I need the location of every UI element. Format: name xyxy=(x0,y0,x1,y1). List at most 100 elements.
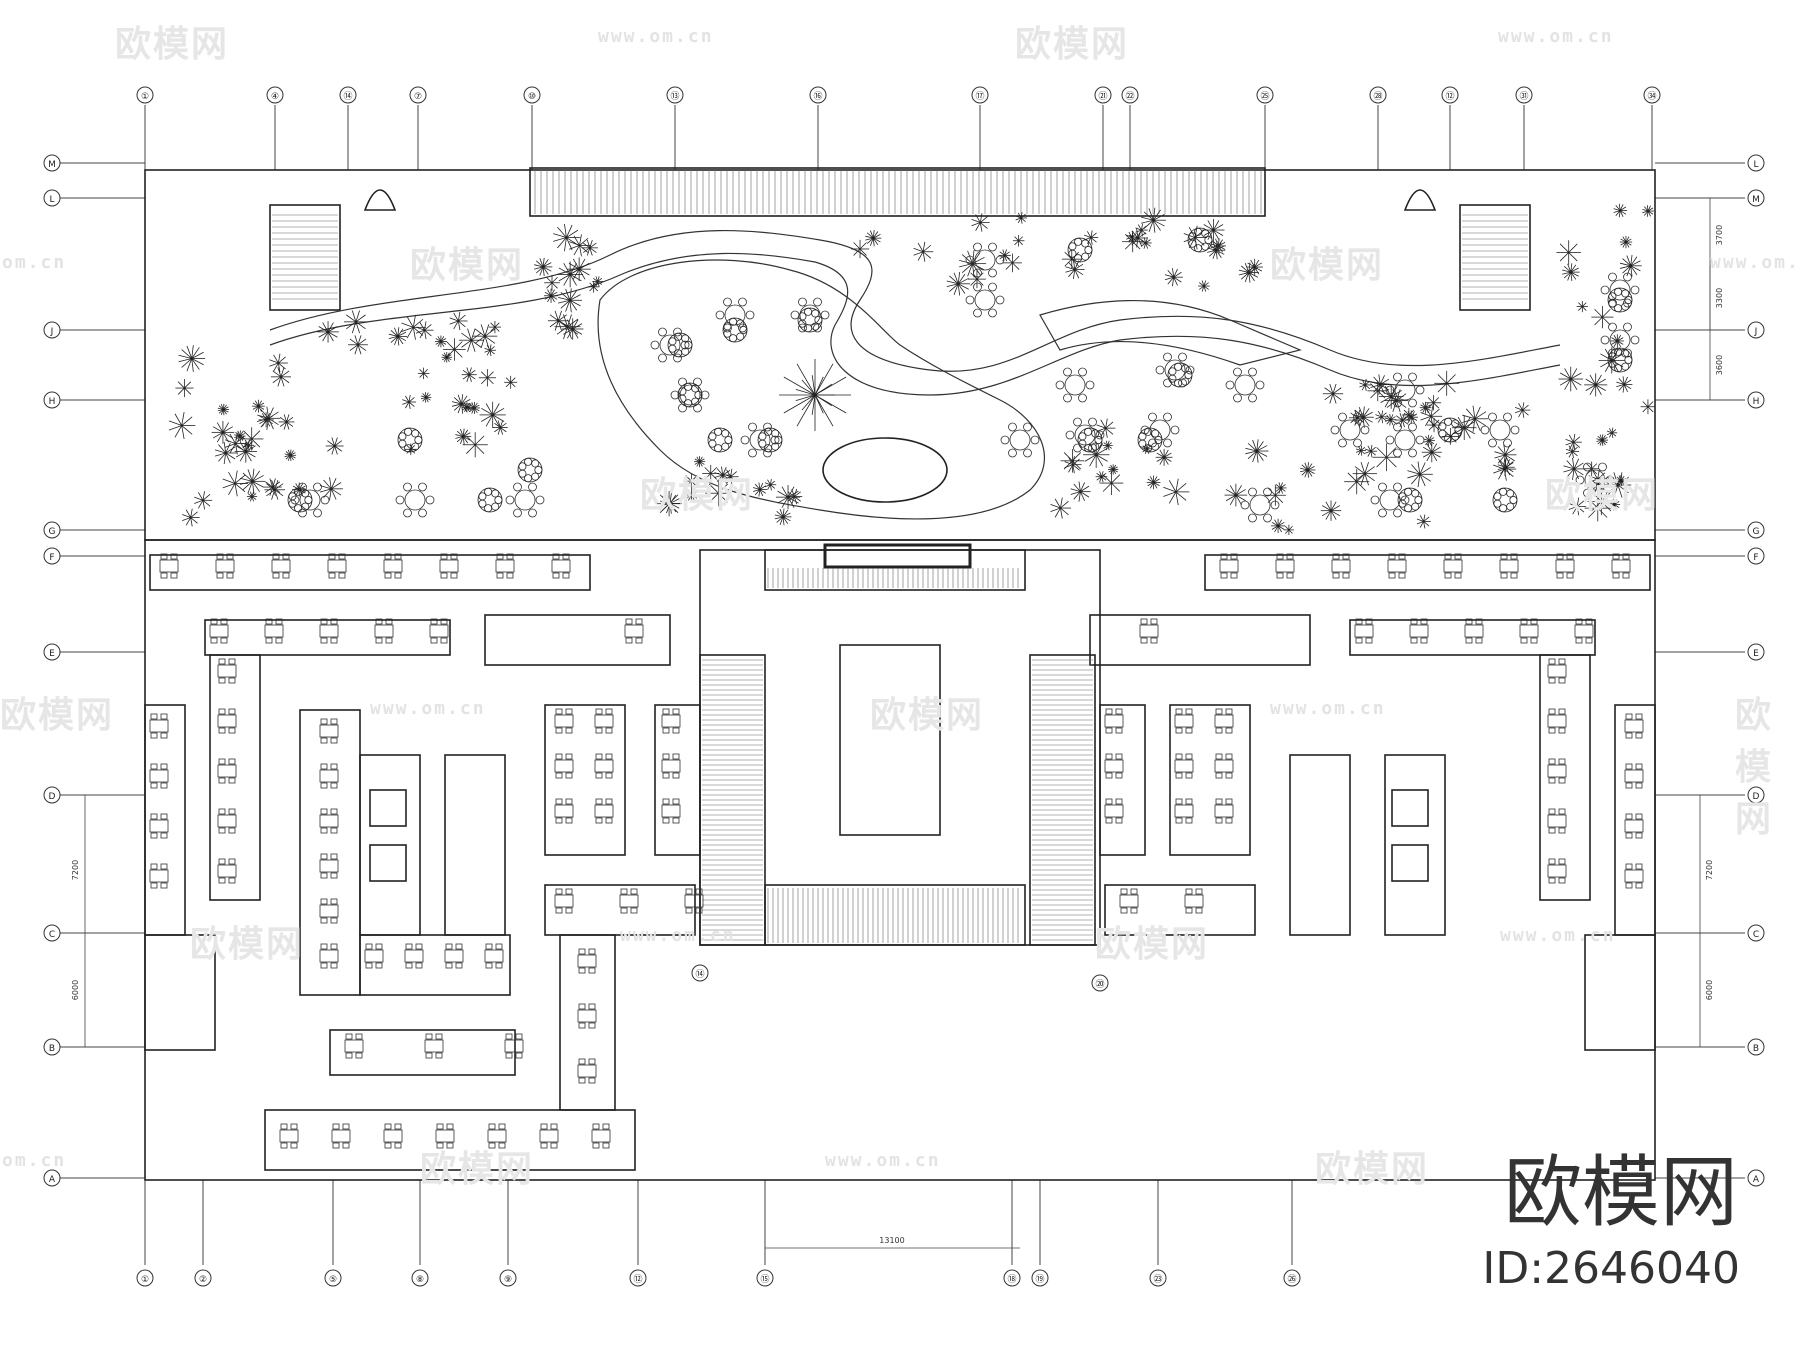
plant-symbol xyxy=(1640,399,1656,415)
svg-text:⑮: ⑮ xyxy=(760,1274,769,1285)
plant-symbol xyxy=(317,321,339,343)
svg-text:㉛: ㉛ xyxy=(1519,91,1528,102)
watermark-logo-text: 欧模网 xyxy=(640,475,755,516)
plant-symbol xyxy=(587,281,600,293)
grid-bubble-right: A xyxy=(1747,1169,1765,1187)
dining-table xyxy=(439,553,459,579)
watermark-logo: 欧模网 xyxy=(410,236,524,288)
plant-symbol xyxy=(683,473,700,490)
round-table xyxy=(1575,462,1615,498)
round-table xyxy=(1385,422,1425,458)
plant-symbol xyxy=(1619,235,1633,249)
plant-symbol xyxy=(455,428,472,445)
plant-symbol xyxy=(1274,482,1287,494)
plant-symbol xyxy=(1563,457,1586,480)
dining-table xyxy=(1547,708,1567,734)
dining-table xyxy=(429,618,449,644)
round-table xyxy=(715,297,755,333)
grid-bubble-left: B xyxy=(43,1038,61,1056)
dimension-label: 6000 xyxy=(1705,980,1714,1000)
plant-symbol xyxy=(1407,461,1433,488)
dining-table xyxy=(1624,713,1644,739)
watermark-url-text: www.om.cn xyxy=(598,26,714,47)
corner-brand-id: ID:2646040 xyxy=(1482,1243,1740,1294)
plant-symbol xyxy=(269,353,288,373)
plant-symbol xyxy=(1135,223,1148,237)
watermark-url-text: www.om.cn xyxy=(1270,698,1386,719)
dining-table xyxy=(554,798,574,824)
plant-symbol xyxy=(774,508,792,526)
dining-table xyxy=(554,753,574,779)
dining-table xyxy=(444,943,464,969)
plant-symbol xyxy=(420,392,432,403)
grid-bubble-right: H xyxy=(1747,391,1765,409)
plant-symbol xyxy=(1015,212,1027,224)
plant-symbol xyxy=(1642,205,1654,217)
dining-table xyxy=(1519,618,1539,644)
plant-symbol xyxy=(1364,445,1378,458)
dining-table xyxy=(404,943,424,969)
plant-symbol xyxy=(449,311,468,331)
plant-symbol xyxy=(1224,483,1248,507)
grid-bubble-right: L xyxy=(1747,154,1765,172)
dining-table xyxy=(374,618,394,644)
plant-symbol xyxy=(702,464,720,482)
dining-table xyxy=(577,1003,597,1029)
plant-symbol xyxy=(1198,280,1210,292)
grid-bubble-top: ㉑ xyxy=(1094,86,1112,104)
plant-symbol xyxy=(504,375,518,389)
dining-table xyxy=(364,943,384,969)
watermark-logo: 欧模网 xyxy=(420,1140,534,1192)
dining-table xyxy=(1547,658,1567,684)
dining-table xyxy=(424,1033,444,1059)
plant-symbol xyxy=(1375,410,1389,424)
dining-table xyxy=(279,1123,299,1149)
svg-text:⑫: ⑫ xyxy=(633,1274,642,1285)
dining-table xyxy=(1611,553,1631,579)
grid-bubble-right: J xyxy=(1747,321,1765,339)
svg-text:D: D xyxy=(1753,792,1760,802)
dining-table xyxy=(1547,808,1567,834)
plant-symbol xyxy=(1096,418,1116,438)
dining-table xyxy=(1354,618,1374,644)
round-table xyxy=(670,377,710,413)
dining-table xyxy=(327,553,347,579)
watermark-url: www.om.cn xyxy=(598,26,714,47)
grid-bubble-top: ⑬ xyxy=(666,86,684,104)
dining-table xyxy=(1104,753,1124,779)
tree-symbol xyxy=(1067,237,1093,263)
plant-symbol xyxy=(1099,471,1124,495)
dining-table xyxy=(383,553,403,579)
plant-symbol xyxy=(1003,253,1022,273)
dining-table xyxy=(577,1058,597,1084)
svg-text:J: J xyxy=(1754,327,1758,337)
round-table xyxy=(290,482,330,518)
dining-table xyxy=(1464,618,1484,644)
dining-table xyxy=(551,553,571,579)
plant-symbol xyxy=(581,240,598,256)
plant-symbol xyxy=(1608,498,1621,511)
dining-table xyxy=(619,888,639,914)
dining-table xyxy=(264,618,284,644)
grid-bubble-right: E xyxy=(1747,643,1765,661)
plant-symbol xyxy=(1619,254,1642,277)
plant-symbol xyxy=(401,314,426,340)
plant-symbol xyxy=(1283,524,1295,536)
plant-symbol xyxy=(1372,443,1401,472)
svg-text:M: M xyxy=(1752,195,1760,205)
plant-symbol xyxy=(443,338,466,361)
grid-bubble-right: B xyxy=(1747,1038,1765,1056)
svg-text:①: ① xyxy=(141,92,149,102)
plant-symbol xyxy=(168,412,196,439)
plant-symbol xyxy=(217,403,230,416)
plant-symbol xyxy=(1584,373,1608,397)
svg-text:C: C xyxy=(49,930,55,940)
round-table xyxy=(790,297,830,333)
dining-table xyxy=(1104,708,1124,734)
plant-symbol xyxy=(1462,405,1489,432)
tree-symbol xyxy=(707,427,733,453)
plant-symbol xyxy=(1562,263,1580,281)
plant-symbol xyxy=(553,223,581,252)
svg-text:㉘: ㉘ xyxy=(1373,91,1382,102)
